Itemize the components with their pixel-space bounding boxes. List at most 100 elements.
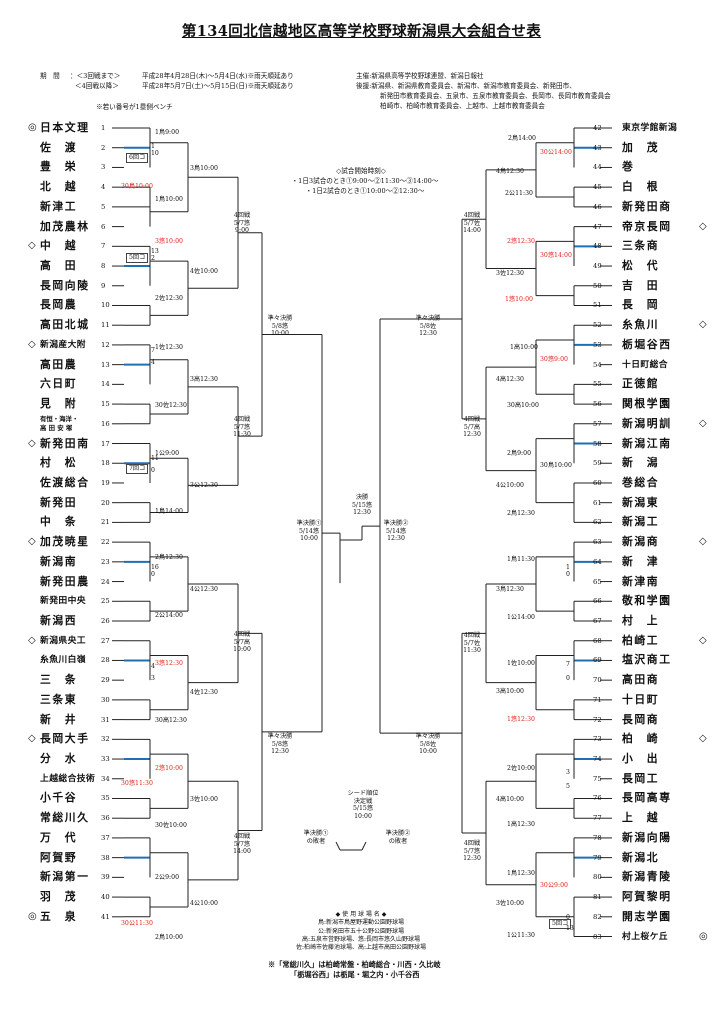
team-name-73: 柏 崎 [622, 732, 660, 746]
team-number-77: 77 [593, 814, 602, 823]
game-label-L11: 3高12:30 [190, 376, 218, 383]
team-number-46: 46 [593, 202, 602, 211]
called-game-L7: 5回コ [126, 253, 149, 263]
qf-r1-line1: 準々決勝 [415, 315, 441, 322]
team-number-47: 47 [593, 222, 602, 231]
team-name-49: 松 代 [622, 259, 660, 273]
organizer-host: 主催:新潟県高等学校野球連盟、新潟日報社 [356, 72, 484, 80]
team-number-1: 1 [101, 124, 106, 132]
team-number-6: 6 [101, 222, 106, 231]
team-number-33: 33 [101, 755, 110, 764]
round4-rq2-line3: 12:30 [463, 431, 481, 439]
team-number-29: 29 [101, 676, 110, 685]
qf-l1-line2: 5/8悠 [271, 322, 289, 330]
team-name-42: 東京学館新潟 [622, 123, 678, 133]
seed-mark-22: ◇ [28, 536, 36, 548]
game-label-R6: 30悠14:00 [540, 252, 572, 259]
team-number-54: 54 [593, 360, 602, 369]
team-number-69: 69 [593, 656, 602, 665]
team-name-33: 分 水 [40, 752, 78, 766]
round4-lq3-line3: 10:00 [233, 646, 251, 654]
final-line3: 12:30 [353, 509, 371, 517]
team-name-67: 村 上 [622, 614, 660, 627]
bracket-line [361, 841, 367, 851]
team-name-17: 新発田南 [40, 436, 90, 450]
game-label-R3: 4鳥12:30 [496, 168, 524, 175]
game-label-L16: 1鳥14:00 [155, 508, 183, 515]
team-name-38: 阿賀野 [40, 850, 78, 864]
round4-lq4-line1: 4回戦 [233, 833, 251, 840]
stadium-legend: ◆ 使 用 球 場 名 ◆ 鳥:新潟市鳥屋野運動公園野球場 公:新発田市五十公野… [286, 911, 436, 952]
team-name-50: 吉 田 [622, 278, 660, 292]
qf-r2-line1: 準々決勝 [415, 733, 441, 740]
team-name-70: 高田商 [622, 673, 660, 687]
team-name-39: 新潟第一 [40, 870, 90, 884]
seed-playoff-label: シード順位 決定戦 5/15悠 10:00 [335, 790, 391, 820]
score-s8: 13 [151, 248, 159, 255]
team-number-34: 34 [101, 774, 110, 783]
qf-l2-line3: 12:30 [271, 748, 289, 756]
round4-lq3-line2: 5/7高 [233, 638, 251, 646]
start-time-three: ・1日3試合のとき①9:00～②11:30～③14:00～ [291, 177, 439, 185]
team-number-57: 57 [593, 419, 602, 428]
game-label-R25: 1高12:30 [507, 821, 535, 828]
seed-mark-17: ◇ [28, 437, 36, 449]
team-number-23: 23 [101, 557, 110, 566]
game-label-L15: 3公12:30 [190, 482, 218, 489]
team-name-9: 長岡向陵 [40, 278, 90, 292]
team-name-48: 三条商 [622, 239, 660, 253]
qf-l2-line2: 5/8悠 [271, 740, 289, 748]
team-name-61: 新潟東 [622, 495, 660, 509]
team-name-64: 新 津 [622, 554, 660, 568]
qf-r1-line2: 5/8佐 [419, 322, 437, 330]
called-game-L2: 6回コ [126, 153, 149, 163]
team-name-80: 新潟青陵 [622, 870, 672, 884]
team-number-16: 16 [101, 419, 110, 428]
score-s29: 3 [151, 675, 155, 682]
game-label-L18: 4公12:30 [190, 586, 218, 593]
team-name-2: 佐 渡 [40, 140, 78, 154]
team-name-65: 新津南 [622, 574, 660, 588]
team-name-46: 新発田商 [622, 199, 672, 213]
organizer-sponsor-2: 新発田市教育委員会、五泉市、五泉市教育委員会、長岡市、長岡市教育委員会 [380, 92, 611, 100]
period-label: 期 間 [40, 72, 60, 80]
game-label-R21: 3高10:00 [496, 688, 524, 695]
team-number-68: 68 [593, 636, 602, 645]
semi-left-label: 準決勝① 5/14悠 10:00 [285, 520, 333, 543]
round4-rq1-line3: 14:00 [463, 227, 481, 235]
round4-rq3-line1: 4回戦 [463, 632, 481, 639]
score-s69: 7 [566, 661, 570, 668]
game-label-L13: 1公9:00 [155, 450, 180, 457]
seed-mark-41: ◎ [28, 910, 37, 922]
qf-r2-line2: 5/8佐 [419, 740, 437, 748]
game-label-R26: 1鳥12:30 [507, 870, 535, 877]
round4-lq1-line2: 5/7悠 [233, 219, 251, 227]
game-label-L12: 30佐12:30 [155, 402, 187, 409]
team-name-37: 万 代 [40, 830, 78, 844]
qf-r1-line3: 12:30 [419, 330, 437, 338]
team-name-27: 新潟県央工 [40, 635, 86, 646]
loser-right-label: 準決勝② の敗者 [376, 830, 420, 845]
team-name-68: 柏崎工 [622, 633, 660, 647]
game-label-R22: 1悠12:30 [507, 716, 535, 723]
game-label-L9: 2佐12:30 [155, 295, 183, 302]
team-name-79: 新潟北 [622, 850, 660, 864]
team-name-77: 上 越 [622, 811, 660, 825]
period-row2-dates: 平成28年5月7日(土)～5月15日(日)※雨天順延あり [142, 82, 294, 90]
game-label-L22: 30高12:30 [155, 717, 187, 724]
team-number-10: 10 [101, 301, 110, 310]
team-number-71: 71 [593, 695, 602, 704]
game-label-L25: 3佐10:00 [190, 796, 218, 803]
seed-mark-12: ◇ [28, 338, 36, 350]
team-name-54: 十日町総合 [622, 359, 668, 370]
seed-mark-73: ◇ [699, 733, 707, 745]
start-time-heading: ◇試合開始時刻◇ [336, 167, 386, 175]
game-label-L30: 2鳥10:00 [155, 934, 183, 941]
team-number-81: 81 [593, 893, 602, 902]
